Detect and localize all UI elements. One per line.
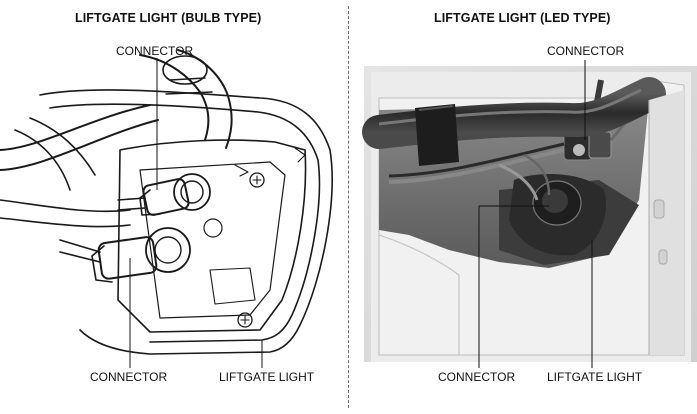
led-bottom-connector-label: CONNECTOR bbox=[438, 370, 516, 384]
led-type-illustration bbox=[362, 60, 697, 368]
bulb-type-panel: LIFTGATE LIGHT (BULB TYPE) bbox=[0, 0, 348, 414]
led-type-panel: LIFTGATE LIGHT (LED TYPE) bbox=[349, 0, 697, 414]
led-liftgate-light-label: LIFTGATE LIGHT bbox=[547, 370, 643, 384]
bulb-bottom-connector-label: CONNECTOR bbox=[90, 370, 168, 384]
panel-divider bbox=[348, 6, 349, 408]
bulb-type-title: LIFTGATE LIGHT (BULB TYPE) bbox=[75, 11, 262, 25]
bulb-top-connector-label: CONNECTOR bbox=[116, 44, 194, 58]
bulb-type-illustration bbox=[0, 49, 333, 368]
led-top-connector-label: CONNECTOR bbox=[547, 44, 625, 58]
bulb-liftgate-light-label: LIFTGATE LIGHT bbox=[219, 370, 315, 384]
led-type-title: LIFTGATE LIGHT (LED TYPE) bbox=[434, 11, 611, 25]
